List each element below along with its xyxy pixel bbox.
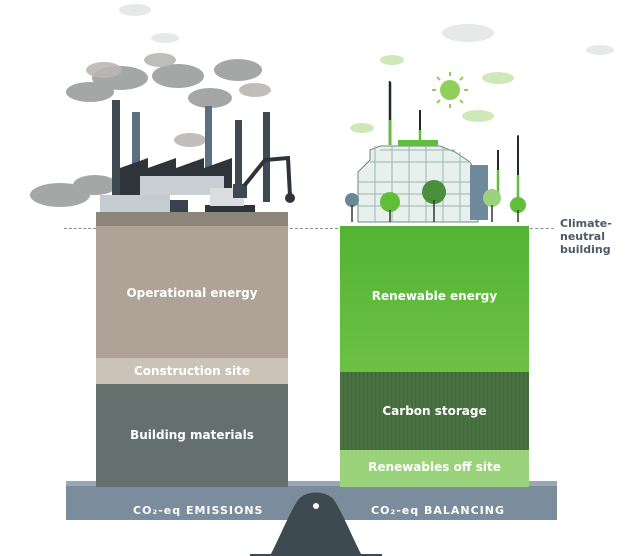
construction-site-block: Construction site xyxy=(96,358,288,384)
renewable-energy-label: Renewable energy xyxy=(371,289,498,303)
climate-neutral-line xyxy=(530,228,554,229)
cloud-icon xyxy=(350,55,514,133)
climate-neutral-line xyxy=(290,228,338,229)
excavator-icon xyxy=(205,155,295,215)
building-icon xyxy=(357,140,488,223)
renewables-off-site-label: Renewables off site xyxy=(368,460,501,474)
emissions-scale-label: CO₂-eq EMISSIONS xyxy=(133,504,264,517)
balancing-column: Renewable energy Carbon storage Renewabl… xyxy=(340,226,529,487)
balancing-scale-label: CO₂-eq BALANCING xyxy=(371,504,505,517)
renewable-energy-block: Renewable energy xyxy=(340,226,529,372)
operational-energy-label: Operational energy xyxy=(126,286,258,300)
smoke-icon xyxy=(30,59,262,207)
building-materials-label: Building materials xyxy=(130,428,254,442)
carbon-storage-label: Carbon storage xyxy=(382,404,487,418)
climate-neutral-line xyxy=(64,228,96,229)
fulcrum-icon xyxy=(270,492,362,556)
climate-neutral-label-line2: building xyxy=(560,243,611,256)
building-materials-block: Building materials xyxy=(96,384,288,487)
factory-icon xyxy=(112,100,270,202)
construction-site-label: Construction site xyxy=(134,364,250,378)
climate-neutral-label-line1: Climate-neutral xyxy=(560,217,612,243)
operational-energy-block: Operational energy xyxy=(96,226,288,358)
sun-icon xyxy=(432,72,468,108)
tree-icon xyxy=(345,180,526,222)
renewables-off-site-block: Renewables off site xyxy=(340,450,529,487)
emissions-column: Operational energy Construction site Bui… xyxy=(96,226,288,487)
climate-neutral-label: Climate-neutral building xyxy=(560,217,641,256)
cloud-icon xyxy=(119,4,614,55)
carbon-storage-block: Carbon storage xyxy=(340,372,529,450)
